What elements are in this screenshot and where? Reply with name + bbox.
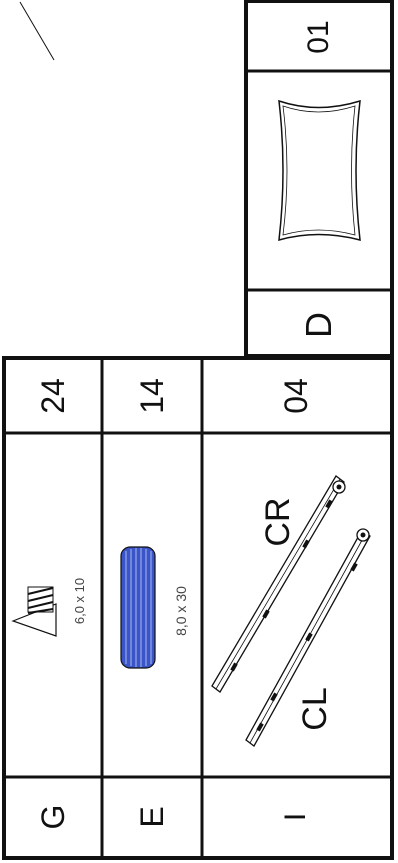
slide-label-cl: CL	[297, 679, 333, 739]
dowel-illustration	[121, 547, 155, 668]
slide-label-cr: CR	[260, 492, 296, 552]
cushion-panel-illustration	[279, 101, 360, 240]
top-box-quantity: 01	[303, 7, 335, 67]
screw-illustration	[13, 587, 56, 636]
row-i-quantity: 04	[280, 366, 312, 426]
top-box-letter: D	[301, 295, 337, 355]
row-e-quantity: 14	[136, 366, 168, 426]
row-e-letter: E	[136, 792, 168, 842]
row-g-size-label: 6,0 x 10	[72, 561, 88, 641]
row-e-size-label: 8,0 x 30	[173, 566, 189, 656]
diagonal-stroke	[20, 2, 54, 60]
row-g-quantity: 24	[37, 366, 69, 426]
row-i-letter: I	[280, 792, 312, 842]
row-g-letter: G	[37, 792, 69, 842]
